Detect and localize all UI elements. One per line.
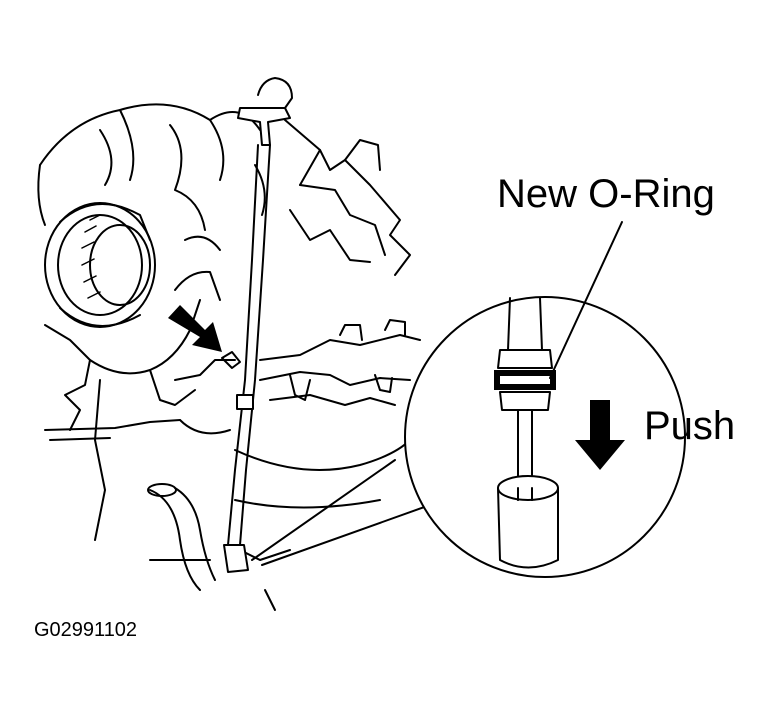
engine-illustration <box>37 103 421 611</box>
dipstick-clip <box>221 351 241 369</box>
detail-callout <box>251 221 686 578</box>
pulley <box>44 202 156 328</box>
oring-tube-detail <box>494 297 556 501</box>
dipstick <box>223 77 293 573</box>
down-arrow-icon <box>575 400 625 470</box>
new-oring-label: New O-Ring <box>497 172 715 216</box>
oring-leader-line <box>549 221 623 379</box>
pointer-arrow-icon <box>168 305 222 352</box>
lower-tube-detail <box>497 475 559 569</box>
figure-code: G02991102 <box>34 619 138 641</box>
push-label: Push <box>644 404 736 448</box>
